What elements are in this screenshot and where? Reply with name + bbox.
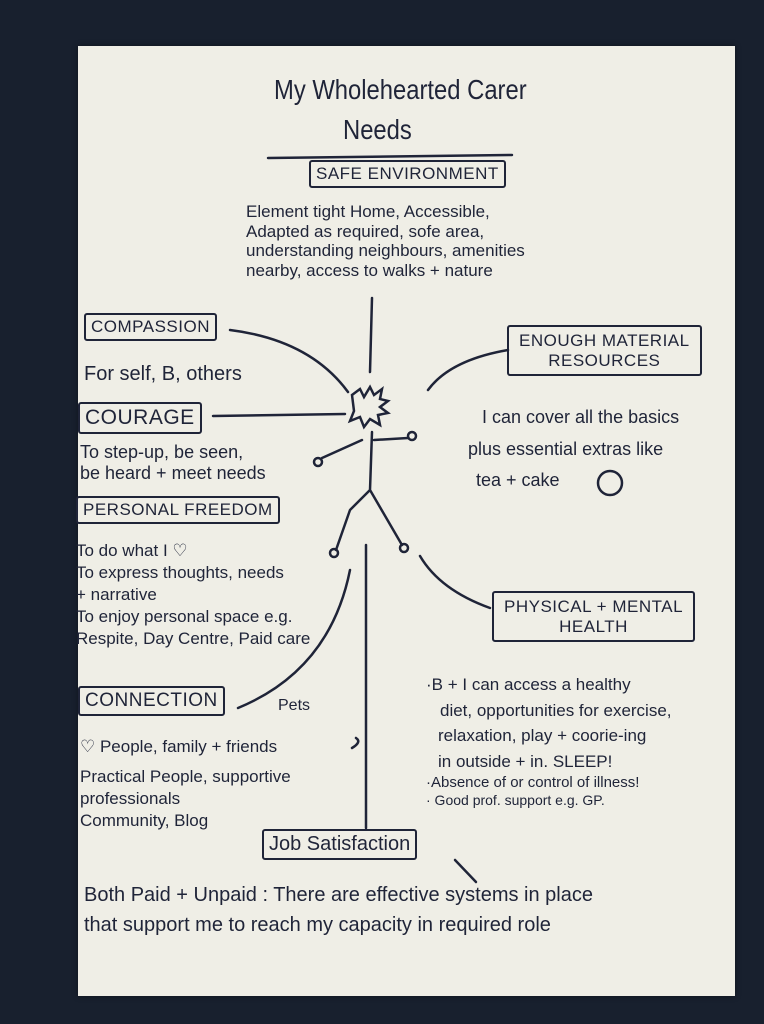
text-line: Element tight Home, Accessible, <box>246 202 490 221</box>
text-line: tea + cake <box>476 470 560 490</box>
text-line: be heard + meet needs <box>80 462 266 483</box>
material-resources-box: ENOUGH MATERIAL RESOURCES <box>507 325 702 377</box>
pets-text: Pets <box>278 697 311 714</box>
text-line: professionals <box>80 789 181 809</box>
text-line: ·B + I can access a healthy <box>426 675 631 694</box>
job-satisfaction-text: Both Paid + Unpaid : There are effective… <box>84 880 593 940</box>
figure-foot <box>398 542 410 554</box>
title-line-2: Needs <box>343 114 412 145</box>
text-line: diet, opportunities for exercise, <box>440 700 672 720</box>
poster-paper <box>78 46 735 996</box>
text-line: in outside + in. SLEEP! <box>438 751 613 771</box>
text-line: + narrative <box>76 585 157 605</box>
material-resources-text: I can cover all the basics plus essentia… <box>468 402 679 497</box>
text-line: that support me to reach my capacity in … <box>84 914 551 936</box>
figure-hand <box>312 456 324 468</box>
text-line: Respite, Day Centre, Paid care <box>76 629 311 649</box>
figure-head <box>347 384 391 430</box>
safe-environment-text: Element tight Home, Accessible, Adapted … <box>246 202 525 280</box>
job-arrow <box>453 858 478 884</box>
courage-box: COURAGE <box>78 402 202 435</box>
text-line: Both Paid + Unpaid : There are effective… <box>84 884 593 906</box>
courage-text: To step-up, be seen, be heard + meet nee… <box>80 442 266 483</box>
health-text: ·B + I can access a healthy diet, opport… <box>426 672 672 809</box>
job-satisfaction-box: Job Satisfaction <box>262 829 418 860</box>
text-line: ♡ People, family + friends <box>80 737 278 756</box>
label-line: PHYSICAL + MENTAL <box>504 597 684 616</box>
line-compassion <box>228 328 350 394</box>
title-underline <box>266 153 514 160</box>
text-line: ·Absence of or control of illness! <box>426 774 640 791</box>
line-courage <box>211 412 347 418</box>
compassion-text: For self, B, others <box>84 363 242 385</box>
text-line: nearby, access to walks + nature <box>246 260 493 280</box>
label-line: ENOUGH MATERIAL <box>519 331 690 350</box>
title-line-1: My Wholehearted Carer <box>274 74 527 105</box>
text-line: · Good prof. support e.g. GP. <box>426 792 605 808</box>
text-line: To do what I ♡ <box>76 541 188 560</box>
text-line: I can cover all the basics <box>482 407 680 427</box>
figure-foot <box>328 547 340 559</box>
text-line: relaxation, play + coorie-ing <box>438 726 647 745</box>
safe-environment-box: SAFE ENVIRONMENT <box>309 160 506 188</box>
line-safe <box>368 296 374 374</box>
text-line: plus essential extras like <box>468 438 664 459</box>
compassion-box: COMPASSION <box>84 313 217 341</box>
figure-hand <box>406 430 418 442</box>
text-line: To express thoughts, needs <box>76 563 284 583</box>
text-line: To enjoy personal space e.g. <box>76 607 293 627</box>
connection-box: CONNECTION <box>78 686 225 716</box>
label-line: RESOURCES <box>548 350 661 370</box>
text-line: To step-up, be seen, <box>80 442 244 462</box>
personal-freedom-box: PERSONAL FREEDOM <box>76 496 280 524</box>
connection-text: ♡ People, family + friends Practical Peo… <box>80 736 291 832</box>
label-line: HEALTH <box>559 616 628 636</box>
physical-mental-health-box: PHYSICAL + MENTAL HEALTH <box>492 591 696 643</box>
text-line: Adapted as required, sofe area, <box>246 221 485 241</box>
line-connection <box>236 568 352 710</box>
text-line: understanding neighbours, amenities <box>246 241 525 261</box>
smiley-face <box>596 469 624 497</box>
personal-freedom-text: To do what I ♡ To express thoughts, need… <box>76 540 310 650</box>
text-line: Practical People, supportive <box>80 767 291 787</box>
text-line: Community, Blog <box>80 811 209 831</box>
bracket <box>350 736 360 750</box>
line-health <box>418 554 492 610</box>
stick-figure <box>320 430 410 552</box>
line-material <box>426 348 510 392</box>
